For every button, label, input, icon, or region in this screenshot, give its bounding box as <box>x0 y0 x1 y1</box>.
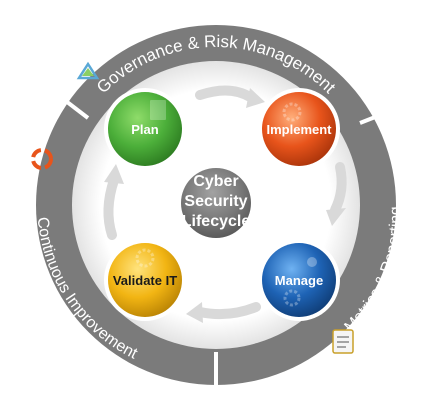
stage-validate: Validate IT <box>104 239 186 321</box>
person-icon <box>307 257 317 267</box>
plan-document-icon <box>150 100 166 120</box>
stage-validate-label: Validate IT <box>113 273 177 288</box>
report-document-icon <box>332 329 354 354</box>
manage-gear-icon <box>283 289 301 307</box>
stage-implement-label: Implement <box>266 122 332 137</box>
arrow-heads <box>104 88 346 323</box>
refresh-cycle-icon <box>31 148 53 170</box>
stage-manage: Manage <box>258 239 340 321</box>
stage-implement: Implement <box>258 88 340 170</box>
center-circle <box>181 168 251 238</box>
stage-plan: Plan <box>104 88 186 170</box>
stage-plan-label: Plan <box>131 122 159 137</box>
center-title-line1: Cyber <box>193 173 238 190</box>
warning-triangle-icon <box>76 61 100 80</box>
center-title-line3: Lifecycle <box>182 213 251 230</box>
ring-separators <box>56 93 399 388</box>
validate-gear-icon <box>135 248 155 268</box>
center-title-line2: Security <box>184 193 247 210</box>
cycle-arrows <box>103 85 347 320</box>
stage-manage-label: Manage <box>275 273 323 288</box>
gear-icon <box>282 102 302 122</box>
